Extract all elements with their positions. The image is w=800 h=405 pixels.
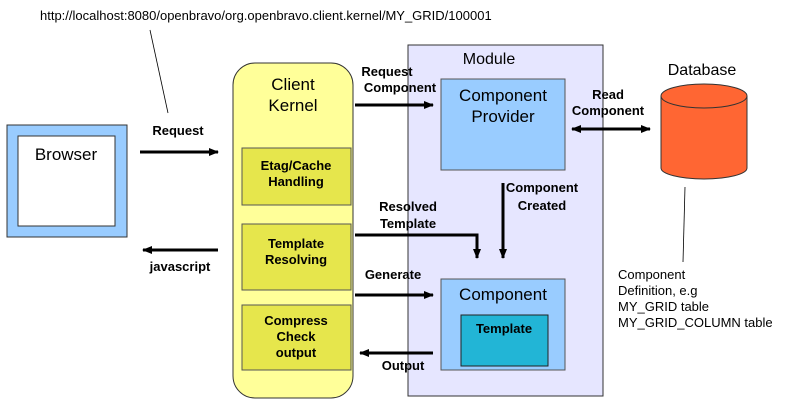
database-leader-line: [682, 186, 686, 263]
url-leader-line: [149, 29, 169, 114]
template-resolving-step: [241, 223, 352, 291]
database-note-line-2: Definition, e.g: [618, 283, 698, 298]
client-kernel-title-1: Client: [271, 75, 315, 94]
request-component-label-2: Component: [364, 80, 437, 95]
component-created-label-1: Component: [506, 180, 579, 195]
client-kernel: Client Kernel Etag/Cache Handling Templa…: [232, 62, 354, 399]
template-box: [460, 314, 549, 367]
component-created-label-2: Created: [518, 198, 566, 213]
template-label: Template: [476, 321, 532, 336]
compress-check-step: [241, 304, 352, 371]
url-label: http://localhost:8080/openbravo/org.open…: [40, 8, 492, 23]
client-kernel-title-2: Kernel: [268, 96, 317, 115]
compress-check-line-1: Compress: [264, 313, 328, 328]
read-component-label-2: Component: [572, 103, 645, 118]
database-title: Database: [668, 62, 737, 79]
database-note-line-4: MY_GRID_COLUMN table: [618, 315, 773, 330]
etag-cache-line-1: Etag/Cache: [261, 158, 332, 173]
etag-cache-step: [241, 147, 352, 206]
module: Module Component Provider Component Temp…: [407, 44, 604, 397]
compress-check-line-2: Check: [276, 329, 316, 344]
generate-label: Generate: [365, 267, 421, 282]
database-cylinder-top: [660, 83, 748, 109]
database-cylinder-body: [660, 96, 748, 180]
browser-viewport: [17, 135, 116, 227]
template-resolving-line-2: Resolving: [265, 252, 327, 267]
compress-check-line-3: output: [276, 345, 317, 360]
javascript-label: javascript: [149, 259, 211, 274]
component-provider-box: [440, 78, 566, 171]
resolved-template-label-1: Resolved: [379, 199, 437, 214]
template-resolving-line-1: Template: [268, 236, 324, 251]
browser-box: Browser: [6, 124, 128, 238]
read-component-label-1: Read: [592, 87, 624, 102]
request-label: Request: [152, 123, 204, 138]
request-component-label-1: Request: [361, 64, 413, 79]
database-note-line-3: MY_GRID table: [618, 299, 709, 314]
module-title: Module: [463, 51, 516, 68]
database: Database Component Definition, e.g MY_GR…: [618, 62, 773, 330]
resolved-template-arrow: [355, 233, 481, 259]
output-label: Output: [382, 358, 425, 373]
database-note-line-1: Component: [618, 267, 686, 282]
resolved-template-label-2: Template: [380, 216, 436, 231]
etag-cache-line-2: Handling: [268, 174, 324, 189]
component-provider-line-2: Provider: [471, 107, 535, 126]
browser-label: Browser: [35, 145, 98, 164]
component-provider-line-1: Component: [459, 86, 547, 105]
component-title: Component: [459, 285, 547, 304]
